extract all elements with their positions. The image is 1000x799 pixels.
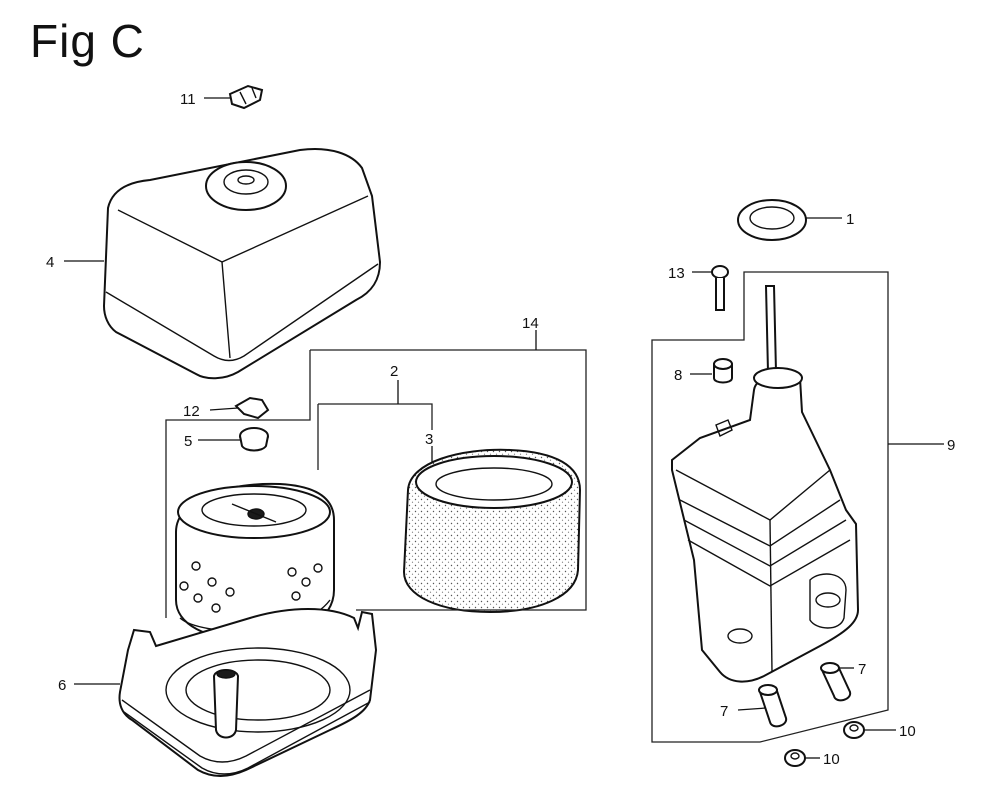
callout-8: 8	[674, 367, 682, 384]
part-10-nut-right	[843, 721, 865, 739]
callout-5: 5	[184, 433, 192, 450]
part-12-wing-nut	[234, 396, 270, 420]
callout-7-upper: 7	[858, 661, 866, 678]
callout-10-left: 10	[823, 751, 840, 768]
part-8-collar	[713, 358, 733, 384]
part-3-foam-element	[402, 448, 582, 614]
bracket-2-element-set	[317, 403, 433, 470]
callout-2: 2	[390, 363, 398, 380]
callout-3: 3	[425, 431, 433, 448]
part-7-tube-upper	[820, 662, 852, 702]
part-6-air-cleaner-base	[118, 608, 378, 777]
callout-11: 11	[180, 91, 196, 108]
callout-14: 14	[522, 315, 539, 332]
bracket-14-left-assembly	[165, 349, 587, 618]
part-11-wing-nut	[228, 84, 264, 110]
callout-7-lower: 7	[720, 703, 728, 720]
callout-4: 4	[46, 254, 54, 271]
callout-12: 12	[183, 403, 200, 420]
part-7-tube-lower	[758, 684, 788, 728]
part-4-air-cleaner-cover	[102, 148, 382, 380]
bracket-9-right-assembly	[651, 271, 889, 743]
part-1-seal-ring	[737, 199, 807, 241]
leader-lines	[64, 97, 944, 759]
callout-9: 9	[947, 437, 955, 454]
callout-13: 13	[668, 265, 685, 282]
callout-10-right: 10	[899, 723, 916, 740]
filter-screen-holes	[179, 561, 323, 613]
part-13-bolt	[711, 265, 729, 311]
part-10-nut-left	[784, 749, 806, 767]
part-5-grommet	[239, 427, 269, 452]
figure-title: Fig C	[30, 15, 145, 67]
callout-6: 6	[58, 677, 66, 694]
callout-labels: 11 4 2 3 14 12 5 6 1 13 8 9 7 7 10 10	[46, 91, 955, 768]
part-9-air-cleaner-case	[671, 285, 860, 683]
callout-1: 1	[846, 211, 854, 228]
